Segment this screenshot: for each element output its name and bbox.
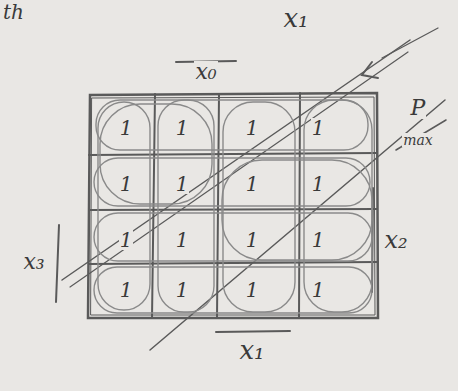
variable-name: x₀ — [194, 61, 217, 83]
note-text: max — [402, 133, 434, 147]
cell-value: 1 — [175, 230, 190, 250]
cell-value: 1 — [119, 118, 134, 138]
cell-value: 1 — [311, 280, 326, 300]
cell-value: 1 — [119, 230, 134, 250]
cell-value: 1 — [311, 174, 326, 194]
cell-value: 1 — [245, 118, 260, 138]
cell-value: 1 — [175, 280, 190, 300]
cell-value: 1 — [245, 174, 260, 194]
variable-name: x₂ — [383, 228, 408, 252]
note-text: P — [410, 97, 427, 119]
cell-value: 1 — [311, 118, 326, 138]
cell-value: 1 — [245, 280, 260, 300]
cell-value: 1 — [175, 174, 190, 194]
cell-value: 1 — [119, 280, 134, 300]
cell-value: 1 — [175, 118, 190, 138]
cell-value: 1 — [119, 174, 134, 194]
variable-name: x₃ — [22, 251, 45, 273]
variable-name: x₁ — [282, 5, 309, 31]
cell-value: 1 — [245, 230, 260, 250]
cell-value: 1 — [311, 230, 326, 250]
variable-name: x₁ — [238, 337, 265, 363]
page-fragment: th — [2, 2, 25, 22]
